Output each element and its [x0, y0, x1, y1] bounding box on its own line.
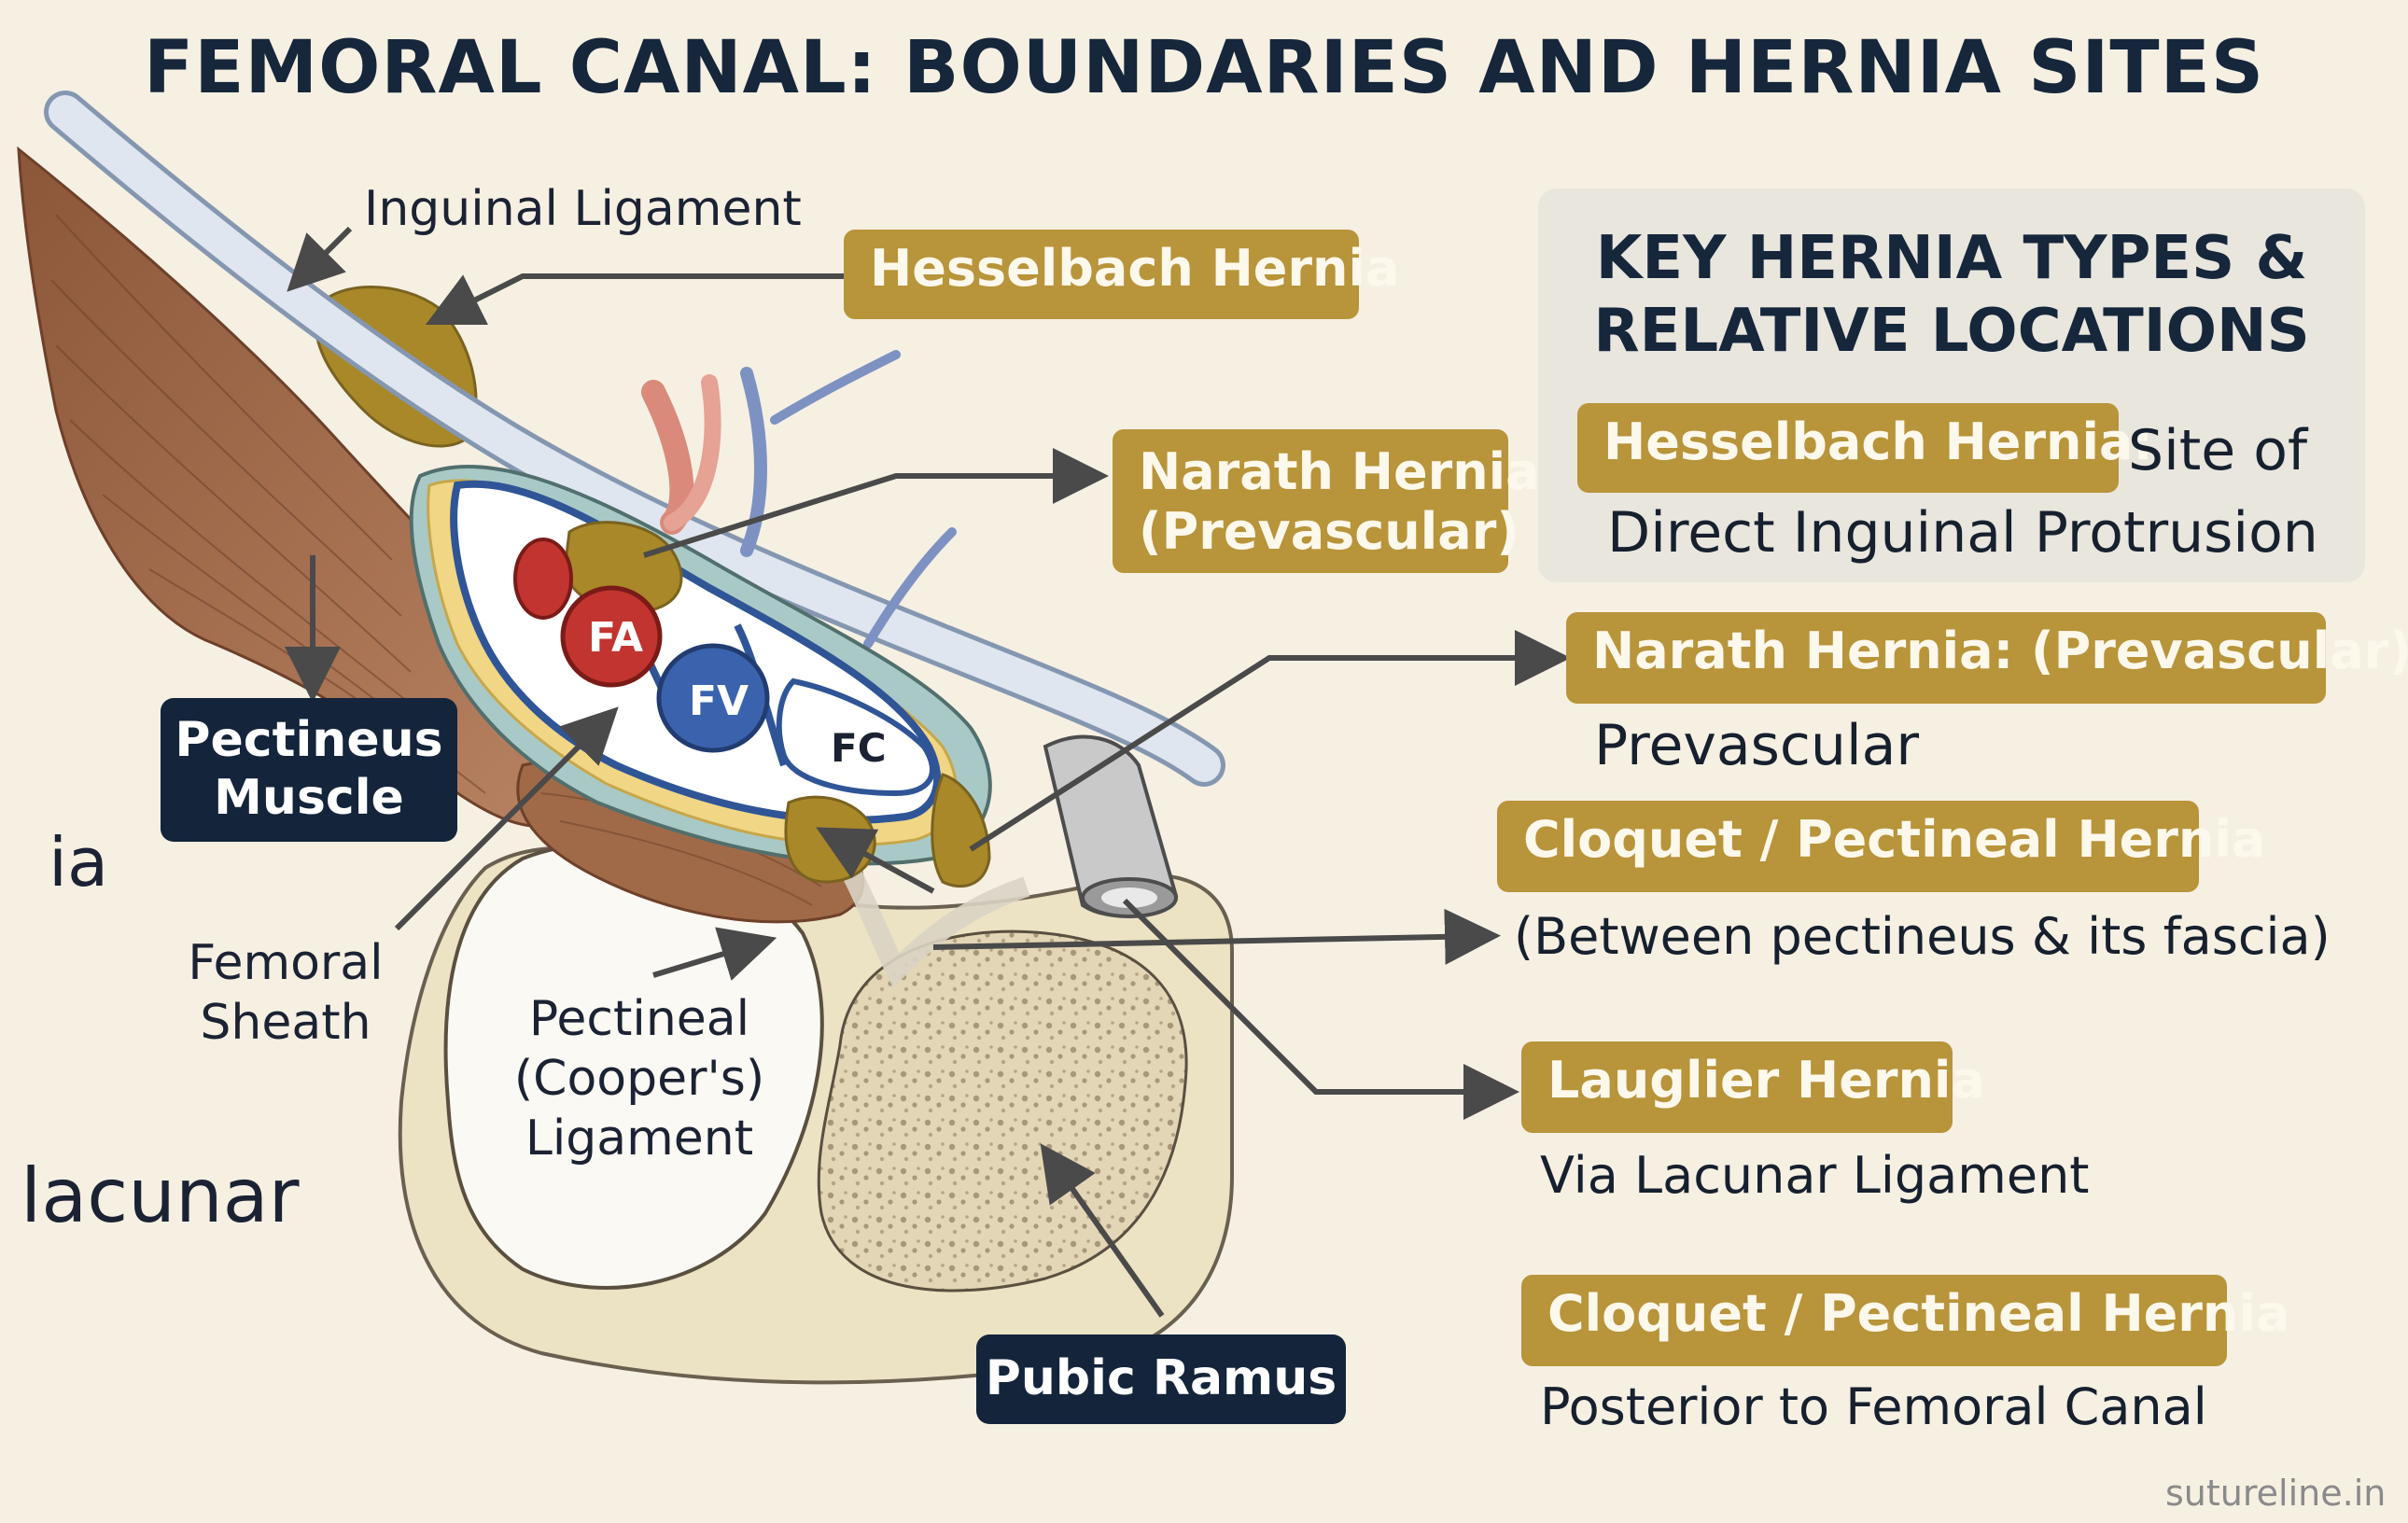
pectineus-muscle-label: Pectineus Muscle — [161, 698, 457, 842]
narath-hernia-callout: Narath Hernia (Prevascular) — [1113, 429, 1540, 573]
femoral-canal — [776, 678, 935, 797]
femoral-sheath-label: Femoral Sheath — [188, 935, 384, 1051]
laugier-hernia-callout: Lauglier Hernia — [1521, 1041, 1985, 1133]
fc-label: FC — [831, 725, 887, 771]
fragment-ia: ia — [49, 823, 109, 901]
arrow-cloquet-sac — [816, 827, 935, 894]
inguinal-ligament-label: Inguinal Ligament — [364, 181, 802, 237]
fa-label: FA — [588, 614, 643, 662]
arrow-pectineal — [652, 927, 777, 981]
arrow-femoral-sheath — [394, 706, 619, 931]
page-title: FEMORAL CANAL: BOUNDARIES AND HERNIA SIT… — [143, 26, 2265, 110]
femoral-artery — [560, 585, 663, 688]
cloquet-hernia-desc-2: Posterior to Femoral Canal — [1540, 1377, 2207, 1436]
key-item-desc-line1: Site of — [2128, 418, 2308, 483]
pubic-ramus-label: Pubic Ramus — [976, 1334, 1346, 1424]
cloquet-hernia-callout-2: Cloquet / Pectineal Hernia — [1521, 1275, 2289, 1366]
arrow-cloquet1 — [932, 908, 1501, 965]
femoral-vein — [656, 643, 770, 753]
fragment-lacunar: lacunar — [21, 1153, 300, 1239]
arrow-narath2 — [969, 630, 1571, 852]
cloquet-hernia-lower — [931, 773, 991, 888]
arrow-pubic — [1040, 1143, 1165, 1318]
pectineal-ligament-label: Pectineal (Cooper's) Ligament — [513, 991, 765, 1167]
arrow-narath — [643, 448, 1109, 558]
narath-prevascular-desc: Prevascular — [1594, 713, 1920, 778]
arrow-inguinal — [287, 226, 353, 292]
watermark: sutureline.in — [2165, 1473, 2387, 1514]
cloquet-hernia-callout-1: Cloquet / Pectineal Hernia — [1497, 801, 2265, 892]
arrow-laugier — [1122, 898, 1519, 1120]
cloquet-hernia-desc-1: (Between pectineus & its fascia) — [1514, 907, 2331, 966]
key-panel-title: KEY HERNIA TYPES & RELATIVE LOCATIONS — [1593, 224, 2310, 366]
key-item-label: Hesselbach Hernia: — [1577, 403, 2153, 493]
arrow-hesselbach — [425, 273, 845, 326]
narath-prevascular-callout: Narath Hernia: (Prevascular) — [1566, 612, 2408, 704]
key-item-desc-line2: Direct Inguinal Protrusion — [1607, 500, 2318, 566]
laugier-hernia-desc: Via Lacunar Ligament — [1540, 1146, 2090, 1205]
hesselbach-hernia-callout: Hesselbach Hernia — [844, 230, 1399, 319]
key-panel — [1538, 189, 2365, 582]
fv-label: FV — [689, 678, 749, 725]
